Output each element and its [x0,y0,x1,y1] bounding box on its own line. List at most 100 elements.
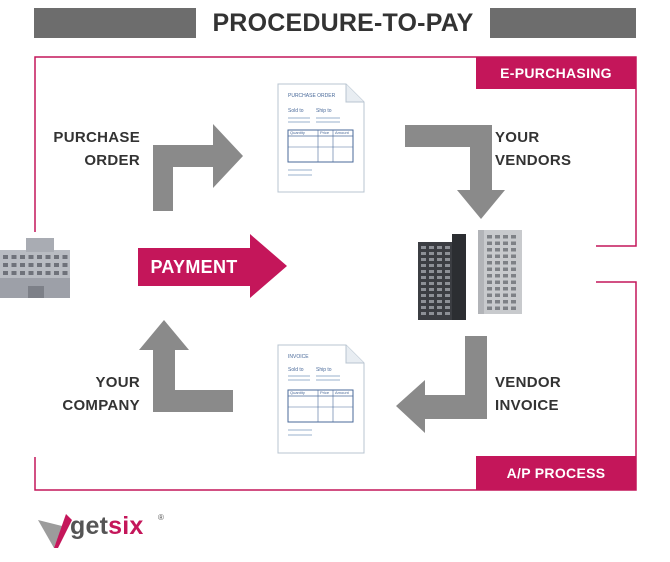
building-window [503,306,508,310]
building-window [429,264,434,267]
building-window [20,263,25,267]
building-window [511,274,516,278]
building-window [421,270,426,273]
building-window [437,264,442,267]
building-window [429,246,434,249]
building-window [437,270,442,273]
building-window [511,267,516,271]
building-window [511,300,516,304]
building-window [437,252,442,255]
invoice-col-amount: Amount [335,390,349,395]
building-window [511,235,516,239]
building-window [511,287,516,291]
e-purchasing-tag: E-PURCHASING [476,57,636,89]
building-window [429,294,434,297]
building-window [437,312,442,315]
po-col-amount: Amount [335,130,349,135]
building-window [511,261,516,265]
building-window [445,300,450,303]
building-window [495,267,500,271]
building-window [503,293,508,297]
building-window [62,271,68,275]
building-window [495,293,500,297]
company-building-icon [0,238,70,298]
your-company-label: YOUR COMPANY [62,374,140,414]
building-window [11,263,17,267]
building-window [437,300,442,303]
building-window [445,282,450,285]
building-window [54,263,59,267]
building-window [487,248,492,252]
building-window [421,246,426,249]
building-window [429,282,434,285]
building-window [511,293,516,297]
getsix-logo-text: getsix [70,512,144,540]
building-window [429,258,434,261]
your-company-arrow [139,320,233,412]
building-window [445,246,450,249]
building-window [487,274,492,278]
building-window [421,300,426,303]
building-window [28,263,34,267]
po-col-price: Price [320,130,330,135]
payment-arrow [138,234,287,298]
building-window [62,263,68,267]
ap-process-frame [34,281,637,491]
building-window [445,270,450,273]
building-window [445,252,450,255]
building-window [495,306,500,310]
building-window [503,248,508,252]
building-window [503,254,508,258]
building-window [503,261,508,265]
building-window [429,252,434,255]
building-window [421,252,426,255]
building-window [495,254,500,258]
building-window [421,282,426,285]
building-window [437,288,442,291]
building-window [429,270,434,273]
building-window [503,300,508,304]
building-window [28,271,34,275]
building-window [11,255,17,259]
building-window [495,248,500,252]
building-window [429,288,434,291]
building-window [495,235,500,239]
building-window [28,255,34,259]
building-window [495,274,500,278]
building-window [3,263,8,267]
building-window [487,293,492,297]
purchase-order-document [277,83,365,193]
vendor-windows [421,235,516,315]
invoice-document [277,344,365,454]
building-window [429,300,434,303]
po-col-quantity: Quantity [290,130,305,135]
building-window [429,306,434,309]
building-window [20,271,25,275]
building-window [495,261,500,265]
building-window [429,276,434,279]
purchase-order-label: PURCHASE ORDER [53,129,140,169]
building-window [445,312,450,315]
building-window [421,264,426,267]
building-window [11,271,17,275]
building-window [495,287,500,291]
building-window [45,271,51,275]
building-window [20,255,25,259]
building-window [511,306,516,310]
page-title: PROCEDURE-TO-PAY [196,4,490,42]
building-window [445,288,450,291]
company-windows [3,255,68,275]
building-window [487,306,492,310]
building-window [487,267,492,271]
building-window [445,306,450,309]
po-ship-to: Ship to [316,108,332,114]
building-window [437,282,442,285]
building-window [487,287,492,291]
building-window [487,254,492,258]
vendor-invoice-label: VENDOR INVOICE [495,374,561,414]
building-window [421,294,426,297]
building-window [445,258,450,261]
invoice-col-quantity: Quantity [290,390,305,395]
building-window [503,241,508,245]
